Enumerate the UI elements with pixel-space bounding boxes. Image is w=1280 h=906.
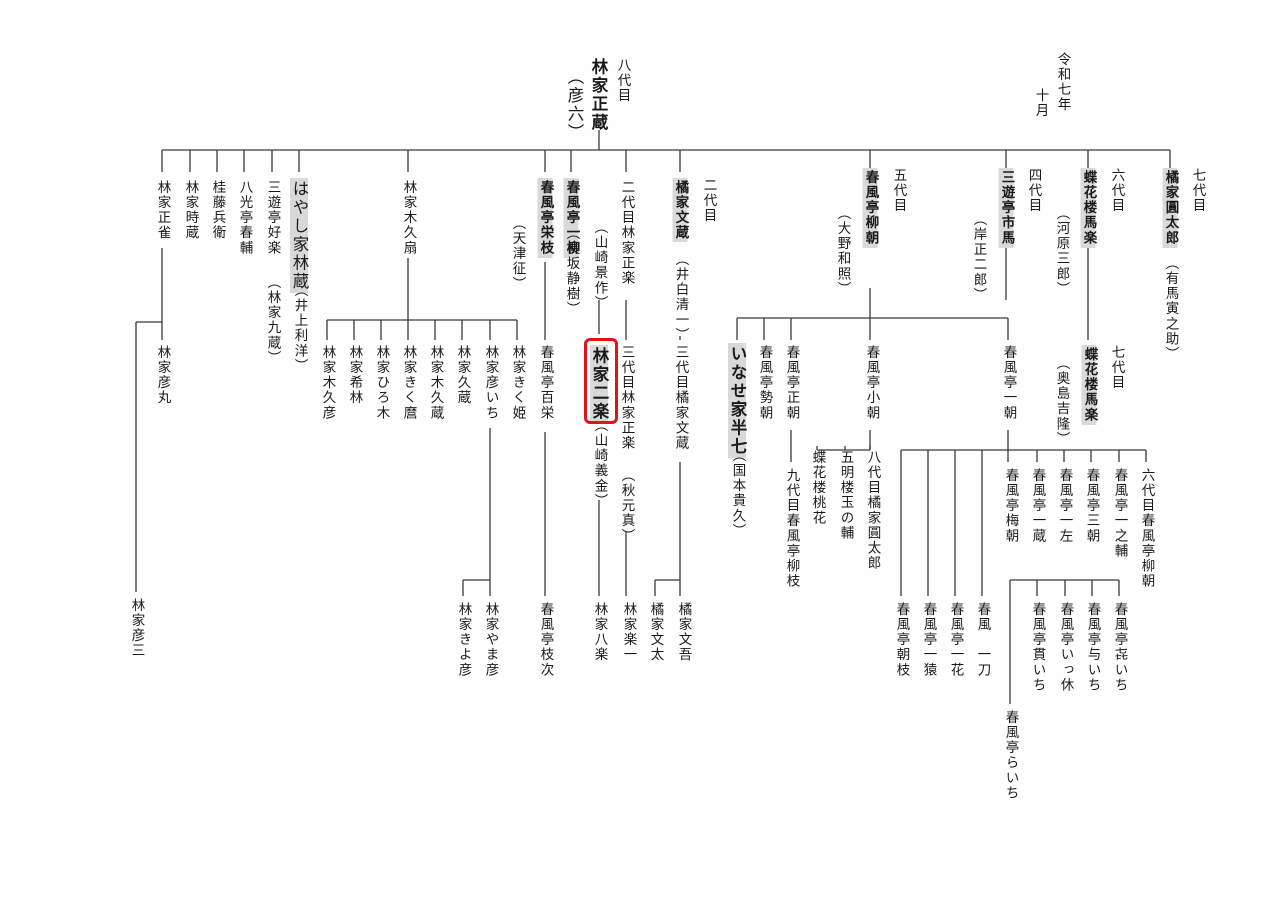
node: 春風亭百栄	[537, 345, 554, 421]
node: 春風亭三朝	[1083, 468, 1100, 544]
node: 春風亭勢朝	[756, 345, 773, 421]
node: 林家八楽	[591, 602, 608, 663]
node: 林家楽一	[620, 602, 637, 663]
node: 林家希林	[346, 345, 363, 406]
selection-highlight-box	[584, 338, 618, 424]
node: 林家彦いち	[482, 345, 499, 421]
node-highlighted: はやし家林蔵	[290, 178, 309, 293]
node-note: （河原三郎）	[1053, 206, 1070, 297]
node-note: （山崎義金）	[591, 418, 608, 509]
node: 三代目橘家文蔵	[672, 345, 689, 451]
node: 春風亭一蔵	[1029, 468, 1046, 544]
node-note: （大野和照）	[834, 206, 851, 297]
node-note: （山崎景作）	[591, 220, 608, 311]
node-note: （井白清一）	[672, 252, 689, 343]
node-generation: 六代目	[1108, 168, 1125, 214]
node-highlighted: 蝶花楼馬楽	[1080, 168, 1097, 248]
node: 林家ひろ木	[373, 345, 390, 421]
node-highlighted: 三遊亭市馬	[998, 168, 1015, 248]
node: 春風亭一花	[947, 602, 964, 678]
node: 二代目林家正楽	[618, 180, 635, 286]
node-generation: 四代目	[1025, 168, 1042, 214]
node: 春風亭㐂いち	[1111, 602, 1128, 693]
node: 桂藤兵衛	[209, 180, 226, 241]
node: 林家彦三	[128, 598, 145, 659]
root-real-name: （彦六）	[565, 68, 584, 142]
node: 春風亭らいち	[1002, 710, 1019, 801]
node-highlighted: 橘家圓太郎	[1162, 168, 1179, 248]
node-highlighted: 春風亭柳朝	[862, 168, 879, 248]
root-name: 林家正蔵	[589, 58, 608, 132]
node: 春風亭枝次	[537, 602, 554, 678]
node-highlighted: 春風亭栄枝	[537, 178, 554, 258]
root-generation: 八代目	[614, 58, 631, 104]
node: 林家木久彦	[319, 345, 336, 421]
node-note: （秋元真）	[618, 468, 635, 544]
node: 春風亭一朝	[1000, 345, 1017, 421]
node: 春風亭与いち	[1084, 602, 1101, 693]
node: 八光亭春輔	[236, 180, 253, 256]
node: 林家やま彦	[482, 602, 499, 678]
node-generation: 五代目	[890, 168, 907, 214]
node-highlighted: 春風亭一柳	[563, 178, 580, 258]
node: 春風亭一左	[1056, 468, 1073, 544]
node: 林家木久扇	[400, 180, 417, 256]
node: 春風亭一猿	[920, 602, 937, 678]
node-note: （林家九蔵）	[264, 275, 281, 366]
node-highlighted: いなせ家半七	[728, 343, 747, 458]
node: 三代目林家正楽	[618, 345, 635, 451]
node-note: （井上利洋）	[291, 283, 308, 374]
node-note: （長坂静樹）	[563, 226, 580, 317]
node: 五明楼玉の輔	[837, 450, 854, 541]
node: 春風亭正朝	[783, 345, 800, 421]
node-highlighted: 蝶花楼馬楽	[1081, 345, 1098, 425]
node-generation: 七代目	[1189, 168, 1206, 214]
node: 林家彦丸	[154, 345, 171, 406]
node: 八代目橘家圓太郎	[864, 450, 881, 571]
node: 林家きく姫	[509, 345, 526, 421]
node-generation: 七代目	[1108, 345, 1125, 391]
node: 春風亭いっ休	[1057, 602, 1074, 693]
node: 九代目春風亭柳枝	[783, 468, 800, 589]
node: 林家時蔵	[182, 180, 199, 241]
node: 三遊亭好楽	[264, 180, 281, 256]
node-note: （岸正二郎）	[970, 212, 987, 303]
date-year: 令和七年	[1054, 52, 1071, 113]
node: 春風亭朝枝	[893, 602, 910, 678]
node-highlighted: 林家二楽	[590, 345, 609, 423]
node: 蝶花楼桃花	[809, 450, 826, 526]
date-month: 十月	[1032, 88, 1049, 119]
node: 林家きよ彦	[455, 602, 472, 678]
node: 橘家文吾	[675, 602, 692, 663]
node: 林家久蔵	[454, 345, 471, 406]
node: 六代目春風亭柳朝	[1138, 468, 1155, 589]
node: 林家正雀	[154, 180, 171, 241]
node: 春風 一刀	[974, 602, 991, 678]
node: 春風亭梅朝	[1002, 468, 1019, 544]
node-note: （国本貴久）	[729, 448, 746, 539]
node-note: （天津征）	[509, 216, 526, 292]
node-generation: 二代目	[700, 178, 717, 224]
node-note: （奥島吉隆）	[1053, 356, 1070, 447]
node: 林家木久蔵	[427, 345, 444, 421]
node: 橘家文太	[647, 602, 664, 663]
node-note: （有馬寅之助）	[1162, 256, 1179, 362]
node-highlighted: 橘家文蔵	[672, 178, 689, 243]
node: 春風亭貫いち	[1029, 602, 1046, 693]
node: 春風亭小朝	[863, 345, 880, 421]
node: 林家きく麿	[400, 345, 417, 421]
node: 春風亭一之輔	[1111, 468, 1128, 559]
